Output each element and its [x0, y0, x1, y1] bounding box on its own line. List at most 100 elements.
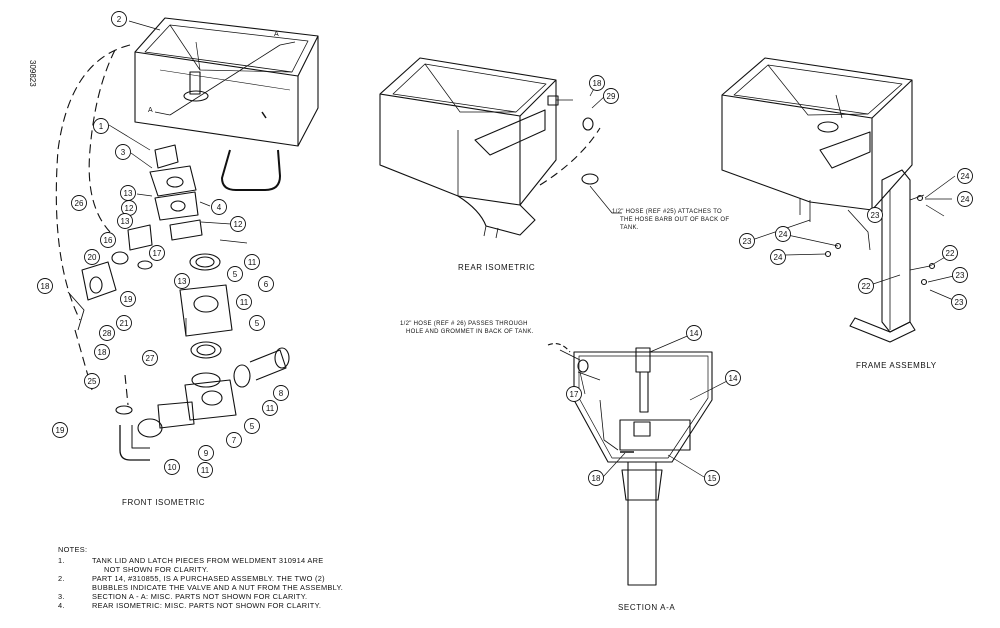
part-bubble[interactable]: 5 — [227, 266, 243, 282]
part-bubble[interactable]: 23 — [952, 267, 968, 283]
part-bubble[interactable]: 14 — [686, 325, 702, 341]
part-bubble[interactable]: 10 — [164, 459, 180, 475]
svg-text:21: 21 — [120, 319, 129, 328]
part-bubble[interactable]: 1 — [93, 118, 109, 134]
part-bubble[interactable]: 22 — [858, 278, 874, 294]
part-bubble[interactable]: 18 — [588, 470, 604, 486]
section-hose-callout-2: HOLE AND GROMMET IN BACK OF TANK. — [406, 329, 534, 335]
part-bubble[interactable]: 13 — [117, 213, 133, 229]
part-bubble[interactable]: 28 — [99, 325, 115, 341]
svg-text:27: 27 — [146, 354, 155, 363]
svg-text:17: 17 — [570, 390, 579, 399]
part-bubble[interactable]: 20 — [84, 249, 100, 265]
svg-text:11: 11 — [240, 298, 249, 307]
svg-text:15: 15 — [708, 474, 717, 483]
part-bubble[interactable]: 11 — [197, 462, 213, 478]
part-bubble[interactable]: 7 — [226, 432, 242, 448]
part-bubble[interactable]: 5 — [244, 418, 260, 434]
notes-heading: NOTES: — [58, 545, 87, 554]
part-bubble[interactable]: 23 — [867, 207, 883, 223]
svg-text:18: 18 — [593, 79, 602, 88]
section-bubbles: 14 17 14 18 15 — [566, 325, 741, 486]
svg-text:13: 13 — [121, 217, 130, 226]
svg-text:10: 10 — [168, 463, 177, 472]
svg-text:20: 20 — [88, 253, 97, 262]
part-bubble[interactable]: 9 — [198, 445, 214, 461]
part-bubble[interactable]: 14 — [725, 370, 741, 386]
part-bubble[interactable]: 24 — [775, 226, 791, 242]
svg-text:18: 18 — [41, 282, 50, 291]
svg-text:24: 24 — [779, 230, 788, 239]
part-bubble[interactable]: 12 — [230, 216, 246, 232]
part-bubble[interactable]: 24 — [770, 249, 786, 265]
svg-text:5: 5 — [233, 270, 238, 279]
part-bubble[interactable]: 23 — [739, 233, 755, 249]
part-bubble[interactable]: 3 — [115, 144, 131, 160]
part-bubble[interactable]: 19 — [52, 422, 68, 438]
svg-text:4: 4 — [217, 203, 222, 212]
svg-text:24: 24 — [961, 195, 970, 204]
part-bubble[interactable]: 25 — [84, 373, 100, 389]
svg-text:12: 12 — [125, 204, 134, 213]
note-1-line-2: NOT SHOWN FOR CLARITY. — [104, 565, 208, 574]
svg-text:16: 16 — [104, 236, 113, 245]
rear-isometric-title: REAR ISOMETRIC — [458, 263, 535, 272]
svg-text:19: 19 — [124, 295, 133, 304]
part-bubble[interactable]: 5 — [249, 315, 265, 331]
part-bubble[interactable]: 11 — [236, 294, 252, 310]
part-bubble[interactable]: 11 — [262, 400, 278, 416]
part-bubble[interactable]: 17 — [149, 245, 165, 261]
frame-assembly-title: FRAME ASSEMBLY — [856, 361, 937, 370]
svg-text:3: 3 — [121, 148, 126, 157]
part-bubble[interactable]: 2 — [111, 11, 127, 27]
front-bubbles: 2 1 3 4 13 12 13 12 16 17 26 20 18 13 11… — [37, 11, 289, 478]
note-3-num: 3. — [58, 592, 65, 601]
rear-hose-callout-1: 1/2" HOSE (REF #25) ATTACHES TO — [612, 209, 722, 215]
section-hose-callout-1: 1/2" HOSE (REF # 26) PASSES THROUGH — [400, 321, 528, 327]
section-marker-bottom: A — [148, 107, 153, 114]
svg-text:23: 23 — [955, 298, 964, 307]
part-bubble[interactable]: 15 — [704, 470, 720, 486]
svg-text:11: 11 — [201, 466, 210, 475]
part-bubble[interactable]: 17 — [566, 386, 582, 402]
section-marker-top: A — [274, 31, 279, 38]
rear-hose-callout-2: THE HOSE BARB OUT OF BACK OF — [620, 217, 729, 223]
svg-text:18: 18 — [592, 474, 601, 483]
rear-isometric-view — [379, 57, 622, 239]
part-bubble[interactable]: 6 — [258, 276, 274, 292]
part-bubble[interactable]: 16 — [100, 232, 116, 248]
svg-text:26: 26 — [75, 199, 84, 208]
note-2-num: 2. — [58, 574, 65, 583]
svg-text:7: 7 — [232, 436, 237, 445]
svg-text:9: 9 — [204, 449, 209, 458]
part-bubble[interactable]: 13 — [120, 185, 136, 201]
part-bubble[interactable]: 26 — [71, 195, 87, 211]
drawing-id: 309823 — [28, 60, 37, 87]
part-bubble[interactable]: 19 — [120, 291, 136, 307]
svg-text:22: 22 — [946, 249, 955, 258]
part-bubble[interactable]: 4 — [211, 199, 227, 215]
part-bubble[interactable]: 18 — [37, 278, 53, 294]
svg-text:11: 11 — [266, 404, 275, 413]
part-bubble[interactable]: 23 — [951, 294, 967, 310]
svg-text:14: 14 — [690, 329, 699, 338]
part-bubble[interactable]: 24 — [957, 191, 973, 207]
svg-text:22: 22 — [862, 282, 871, 291]
part-bubble[interactable]: 18 — [589, 75, 605, 91]
svg-text:24: 24 — [961, 172, 970, 181]
note-2-line-2: BUBBLES INDICATE THE VALVE AND A NUT FRO… — [92, 583, 343, 592]
svg-text:12: 12 — [234, 220, 243, 229]
part-bubble[interactable]: 21 — [116, 315, 132, 331]
part-bubble[interactable]: 24 — [957, 168, 973, 184]
part-bubble[interactable]: 29 — [603, 88, 619, 104]
note-1-line-1: TANK LID AND LATCH PIECES FROM WELDMENT … — [92, 556, 323, 565]
part-bubble[interactable]: 13 — [174, 273, 190, 289]
part-bubble[interactable]: 11 — [244, 254, 260, 270]
svg-text:5: 5 — [255, 319, 260, 328]
part-bubble[interactable]: 18 — [94, 344, 110, 360]
part-bubble[interactable]: 27 — [142, 350, 158, 366]
part-bubble[interactable]: 22 — [942, 245, 958, 261]
svg-text:11: 11 — [248, 258, 257, 267]
part-bubble[interactable]: 8 — [273, 385, 289, 401]
